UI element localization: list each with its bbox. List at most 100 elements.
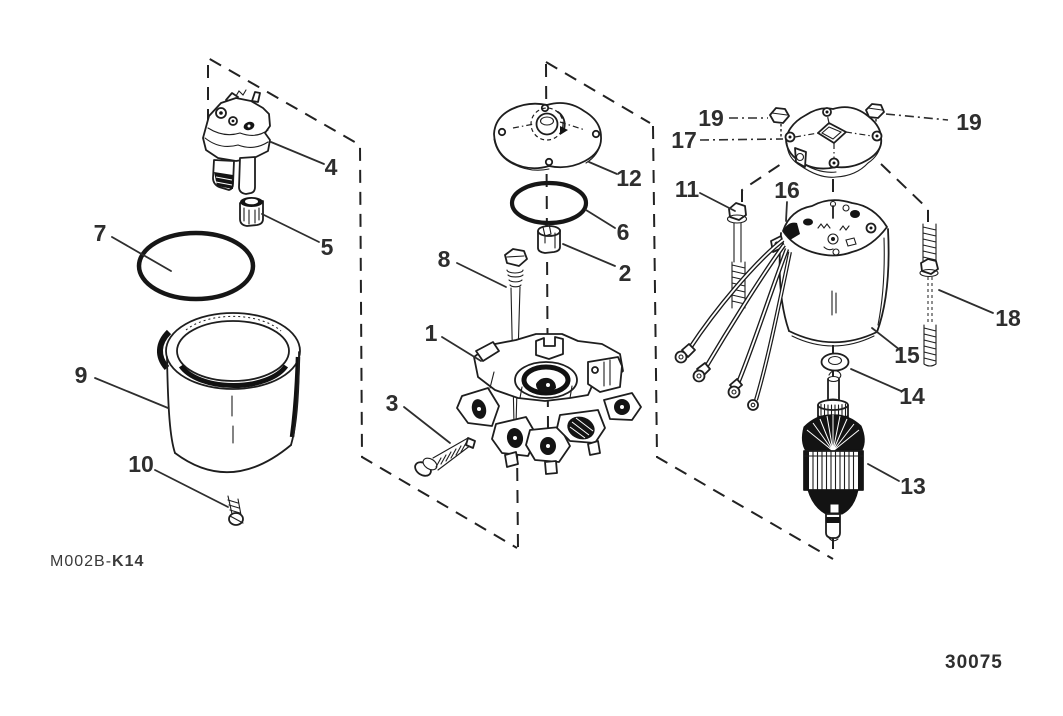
part-4-dark-port-dot [247,124,251,128]
part-13-shaft-top [827,375,840,383]
callout-14: 14 [850,368,925,409]
part-1-left-lug [475,341,500,362]
part-9-rim-dotted [185,315,282,332]
part-13-top-clip [828,369,842,380]
part-19-left-slot [771,112,788,116]
part-1-bore-seal [536,377,556,393]
part-4-parting-line [207,127,269,136]
callout-19-left: 19 [698,105,768,131]
part-1-port-b-dot [513,436,517,440]
part-1-feet [504,440,601,475]
callout-4-leader [270,141,325,165]
part-13-knurl-lines [820,403,847,420]
part-10-screw [227,495,244,526]
part-1-bore-dot [546,383,550,387]
callout-1: 1 [425,320,482,362]
center-plane-top-dashed-line [545,61,651,124]
callout-12: 12 [588,161,642,191]
part-9-shade-front [178,364,289,389]
part-17-end-cap [784,106,883,178]
part-3-washer [422,457,438,471]
part-18-bottom-threads [923,324,937,367]
part-1-port-d-hatch [569,417,594,439]
motor-lead-wires [674,238,792,411]
part-16-brush-plate [782,199,888,257]
part-12-plate [493,102,602,170]
callout-10: 10 [128,451,229,508]
part-9-reservoir [157,312,301,473]
part-8-hex-head [504,248,528,267]
part-9-front-ticks [231,395,234,444]
callout-9: 9 [75,362,169,409]
part-11-flange [726,214,748,224]
right-plane-left-dashed-line [741,163,782,202]
part-15-bottom-edge [791,335,875,347]
wire-2-ring-hole [696,373,702,379]
callout-7-number: 7 [94,220,107,246]
callout-13: 13 [867,463,926,499]
wire-3-ring-hole [731,389,737,395]
part-13-shaft-band [826,517,840,523]
wire-4-ring-terminal [747,399,759,411]
part-18-hidden-shank [927,277,933,324]
wire-3-ring-terminal [727,385,741,399]
part-12-screw-left [497,127,507,137]
part-12-hub-bore [539,116,555,126]
callout-6-leader [585,209,616,229]
part-16-left-corner [783,222,800,240]
left-parts-group [136,89,301,526]
callout-11-number: 11 [675,176,700,202]
part-18-bolt [919,223,939,367]
callout-3-number: 3 [386,390,399,416]
right-parts-group [674,103,939,542]
part-6-oring [509,180,589,226]
part-19-nut-left [769,107,790,137]
part-1-top-bracket [535,336,564,360]
part-4-pump-adapter [202,89,271,195]
callout-17-number: 17 [671,127,697,153]
part-3-tip [465,437,476,449]
callout-15: 15 [871,327,920,368]
part-15-side-right [876,228,890,333]
callout-18-leader [938,289,994,314]
part-12-rotation-arrow [557,111,566,130]
part-18-hex [920,258,939,275]
part-8-coil [506,269,524,288]
part-18-flange [919,268,939,278]
callout-12-leader [588,161,618,175]
part-12-rotation-arrowhead [560,126,568,135]
part-4-thread-lines [215,176,233,186]
part-12-cover-plate [493,102,602,171]
part-4-gasket-line [204,137,269,148]
part-16-brush-a [803,218,813,226]
callout-11-leader [699,192,736,212]
callout-5-leader [261,213,320,243]
drawing-code-prefix: M002B- [50,553,112,570]
part-16-screw-b [832,248,840,256]
part-15-motor-housing [770,199,890,347]
wire-4-ring-hole [750,402,756,408]
callout-16-leader [785,201,788,222]
part-7-oring [136,230,256,302]
part-16-misc-details [823,237,857,251]
callout-7: 7 [94,220,172,272]
part-16-brush-b [850,210,860,218]
callout-19-left-number: 19 [698,105,724,131]
part-3-threads [435,442,467,468]
part-2-slot [542,223,556,249]
part-19-left-hex [769,107,790,124]
center-axis-lower-dashed-line [516,445,519,549]
part-1-port-e-dot [620,405,624,409]
wire-3-core [737,248,788,384]
part-16-shaft-dot [831,237,835,241]
part-18-top-threads [922,223,937,263]
callout-17-leader [699,138,784,141]
part-9-side-right [290,351,300,446]
part-16-shaft-bore [827,233,839,245]
part-15-seam [877,237,885,326]
part-10-slot [229,515,244,524]
part-19-nut-right [865,103,885,132]
callout-4-number: 4 [325,154,338,180]
part-1-right-ledge [587,356,623,393]
